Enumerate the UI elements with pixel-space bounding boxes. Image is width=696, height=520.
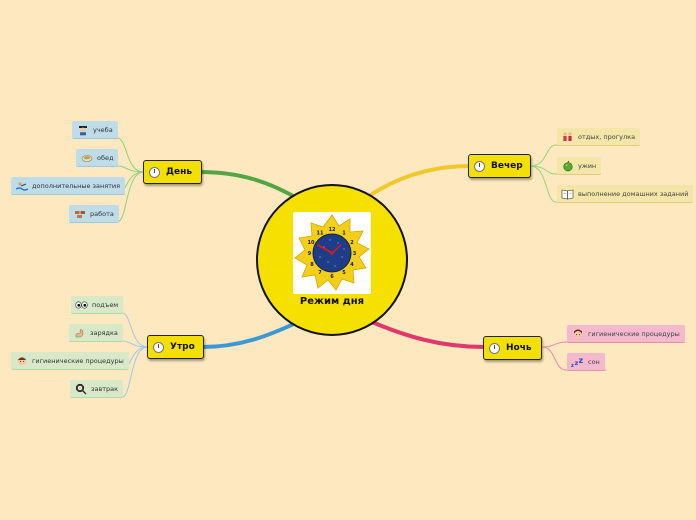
svg-text:z: z <box>575 359 579 367</box>
leaf-day-work[interactable]: работа <box>69 205 119 223</box>
branch-node-night[interactable]: Ночь <box>483 336 542 360</box>
student-icon <box>76 124 89 136</box>
leaf-evening-dinner[interactable]: ужин <box>557 157 602 175</box>
people-icon <box>561 131 574 143</box>
leaf-evening-rest[interactable]: отдых, прогулка <box>557 128 641 146</box>
book-icon <box>561 188 574 200</box>
svg-text:9: 9 <box>308 251 312 257</box>
svg-text:12: 12 <box>329 227 336 233</box>
clock-icon <box>149 166 160 178</box>
leaf-label: отдых, прогулка <box>578 132 636 141</box>
svg-text:5: 5 <box>342 270 346 276</box>
food-bowl-icon <box>80 152 93 164</box>
svg-text:z: z <box>571 363 574 368</box>
apple-icon <box>561 160 574 172</box>
leaf-label: завтрак <box>91 384 119 393</box>
branch-line-night <box>370 320 486 349</box>
leaf-label: гигиенические процедуры <box>32 356 124 365</box>
face-icon <box>571 328 584 340</box>
leaf-morning-breakfast[interactable]: завтрак <box>70 380 124 398</box>
svg-text:2: 2 <box>350 240 354 246</box>
svg-text:4: 4 <box>350 262 354 268</box>
branch-line-morning <box>200 320 300 349</box>
leaf-label: ужин <box>578 161 597 170</box>
muscle-arm-icon <box>73 327 86 339</box>
face-wash-icon <box>15 355 28 367</box>
leaf-label: зарядка <box>90 328 118 337</box>
leaf-morning-exercise[interactable]: зарядка <box>69 324 123 342</box>
leaf-day-lunch[interactable]: обед <box>76 149 119 167</box>
svg-text:10: 10 <box>308 240 315 246</box>
clock-icon <box>489 342 500 354</box>
svg-text:7: 7 <box>318 270 322 276</box>
branch-label-morning: Утро <box>170 342 195 352</box>
svg-text:11: 11 <box>317 231 324 237</box>
leaf-label: работа <box>90 209 114 218</box>
eyes-icon <box>75 299 88 311</box>
leaf-day-extra-classes[interactable]: дополнительные занятия <box>11 177 126 195</box>
swimmer-icon <box>15 180 28 192</box>
clock-icon <box>153 341 164 353</box>
leaf-morning-wakeup[interactable]: подъем <box>71 296 124 314</box>
leaf-evening-homework[interactable]: выполнение домашних заданий <box>557 185 694 203</box>
leaf-label: выполнение домашних заданий <box>578 189 689 198</box>
svg-text:3: 3 <box>353 251 357 257</box>
leaf-label: сон <box>588 357 600 366</box>
svg-text:6: 6 <box>330 274 334 280</box>
leaf-day-study[interactable]: учеба <box>72 121 118 139</box>
leaf-label: обед <box>97 153 114 162</box>
svg-text:1: 1 <box>342 231 346 237</box>
clock-icon <box>474 160 485 172</box>
branch-node-morning[interactable]: Утро <box>147 335 204 359</box>
branch-line-day <box>198 170 302 202</box>
leaf-label: учеба <box>93 125 113 134</box>
branch-node-evening[interactable]: Вечер <box>468 154 531 178</box>
branch-label-day: День <box>166 167 193 177</box>
branch-node-day[interactable]: День <box>143 160 202 184</box>
bricks-icon <box>73 208 86 220</box>
branch-label-night: Ночь <box>506 343 532 353</box>
branch-label-evening: Вечер <box>491 161 523 171</box>
branch-line-evening <box>364 164 472 200</box>
leaf-label: дополнительные занятия <box>32 181 121 190</box>
svg-text:z: z <box>579 356 584 365</box>
frying-pan-icon <box>74 383 87 395</box>
central-topic-title: Режим дня <box>299 296 365 307</box>
leaf-label: подъем <box>92 300 119 309</box>
leaf-morning-hygiene[interactable]: гигиенические процедуры <box>11 352 129 370</box>
leaf-label: гигиенические процедуры <box>588 329 680 338</box>
svg-text:8: 8 <box>310 262 314 268</box>
leaf-night-hygiene[interactable]: гигиенические процедуры <box>567 325 685 343</box>
